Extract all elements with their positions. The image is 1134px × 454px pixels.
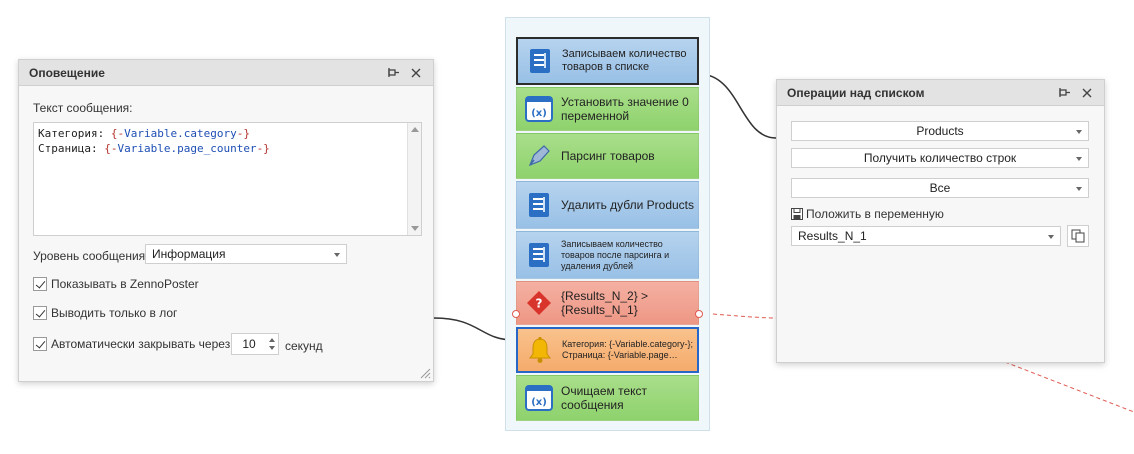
list-icon — [526, 47, 554, 75]
wire-false-branch-cont — [1004, 361, 1134, 413]
notification-panel: Оповещение Текст сообщения: Категория: {… — [18, 59, 434, 382]
block-label: Установить значение 0 переменной — [561, 95, 689, 123]
scope-select-value: Все — [929, 181, 951, 195]
list-select-value: Products — [916, 124, 964, 138]
resize-grip-icon[interactable] — [419, 367, 431, 379]
checkbox-label: Выводить только в лог — [51, 306, 178, 320]
message-label: Текст сообщения: — [33, 101, 133, 115]
block-label: Записываем количество товаров в списке — [562, 48, 687, 73]
block-label: Удалить дубли Products — [561, 198, 695, 212]
svg-text:?: ? — [536, 297, 543, 311]
level-select-value: Информация — [152, 247, 226, 261]
action-block[interactable]: Парсинг товаров — [516, 133, 699, 179]
pin-icon[interactable] — [387, 66, 401, 80]
message-line: Страница: {-Variable.page_counter-} — [38, 142, 270, 155]
level-label: Уровень сообщения: — [33, 249, 149, 263]
checkbox-checked-icon — [33, 277, 47, 291]
action-block[interactable]: Категория: {-Variable.category-}; Страни… — [516, 327, 699, 373]
svg-text:(x): (x) — [531, 397, 547, 408]
checkbox-checked-icon — [33, 306, 47, 320]
notification-panel-header[interactable]: Оповещение — [19, 60, 433, 86]
save-icon — [791, 208, 803, 220]
list-operations-panel: Операции над списком Products Получить к… — [776, 79, 1105, 363]
save-to-variable-label: Положить в переменную — [806, 207, 944, 221]
wire-to-list-ops — [698, 73, 777, 139]
action-block[interactable]: (x) Установить значение 0 переменной — [516, 87, 699, 131]
stepper-down-icon[interactable] — [269, 346, 275, 350]
condition-input-port[interactable] — [512, 310, 520, 318]
stepper-up-icon[interactable] — [269, 338, 275, 342]
bell-icon — [526, 336, 554, 364]
save-to-variable-row: Положить в переменную — [791, 207, 944, 221]
wire-to-notification — [433, 317, 515, 341]
checkbox-label: Показывать в ZennoPoster — [51, 277, 199, 291]
list-select[interactable]: Products — [791, 121, 1089, 141]
block-label: Очищаем текст сообщения — [561, 384, 648, 412]
svg-text:(x): (x) — [531, 108, 547, 119]
copy-icon — [1071, 229, 1085, 243]
panel-title: Операции над списком — [787, 85, 925, 100]
panel-title: Оповещение — [29, 65, 105, 80]
level-select[interactable]: Информация — [145, 244, 347, 264]
chevron-down-icon — [1048, 235, 1054, 239]
auto-close-checkbox[interactable]: Автоматически закрывать через — [33, 337, 230, 351]
condition-icon: ? — [525, 289, 553, 317]
block-label: Парсинг товаров — [561, 149, 655, 163]
log-only-checkbox[interactable]: Выводить только в лог — [33, 306, 177, 320]
chevron-down-icon — [1076, 187, 1082, 191]
action-block[interactable]: ? {Results_N_2} > {Results_N_1} — [516, 281, 699, 325]
variable-icon: (x) — [525, 384, 553, 412]
condition-false-port[interactable] — [695, 310, 703, 318]
list-icon — [525, 191, 553, 219]
chevron-down-icon — [1076, 130, 1082, 134]
seconds-unit-label: секунд — [285, 339, 323, 353]
copy-button[interactable] — [1067, 225, 1089, 247]
variable-select-value: Results_N_1 — [798, 229, 867, 243]
close-icon[interactable] — [1080, 86, 1094, 100]
variable-select[interactable]: Results_N_1 — [791, 226, 1061, 246]
close-icon[interactable] — [409, 66, 423, 80]
message-line: Категория: {-Variable.category-} — [38, 127, 250, 140]
checkbox-checked-icon — [33, 337, 47, 351]
variable-icon: (x) — [525, 95, 553, 123]
action-block[interactable]: Записываем количество товаров после парс… — [516, 231, 699, 279]
auto-close-seconds-stepper[interactable]: 10 — [231, 333, 279, 355]
block-label: Записываем количество товаров после парс… — [561, 238, 670, 271]
show-in-zennoposter-checkbox[interactable]: Показывать в ZennoPoster — [33, 277, 199, 291]
list-icon — [525, 241, 553, 269]
action-block[interactable]: Удалить дубли Products — [516, 181, 699, 229]
pin-icon[interactable] — [1058, 86, 1072, 100]
message-textarea[interactable]: Категория: {-Variable.category-} Страниц… — [33, 122, 422, 236]
operation-select-value: Получить количество строк — [863, 151, 1017, 165]
message-scrollbar[interactable] — [407, 123, 421, 235]
action-block[interactable]: (x) Очищаем текст сообщения — [516, 375, 699, 421]
list-operations-panel-header[interactable]: Операции над списком — [777, 80, 1104, 106]
chevron-down-icon — [1076, 157, 1082, 161]
stepper-value: 10 — [242, 337, 256, 351]
action-block[interactable]: Записываем количество товаров в списке — [516, 37, 699, 85]
checkbox-label: Автоматически закрывать через — [51, 337, 231, 351]
operation-select[interactable]: Получить количество строк — [791, 148, 1089, 168]
chevron-down-icon — [334, 253, 340, 257]
block-label: {Results_N_2} > {Results_N_1} — [561, 289, 649, 317]
scope-select[interactable]: Все — [791, 178, 1089, 198]
action-column: Записываем количество товаров в списке (… — [505, 17, 710, 431]
pen-icon — [525, 142, 553, 170]
block-label: Категория: {-Variable.category-}; Страни… — [562, 339, 693, 360]
wire-false-branch — [698, 312, 777, 319]
